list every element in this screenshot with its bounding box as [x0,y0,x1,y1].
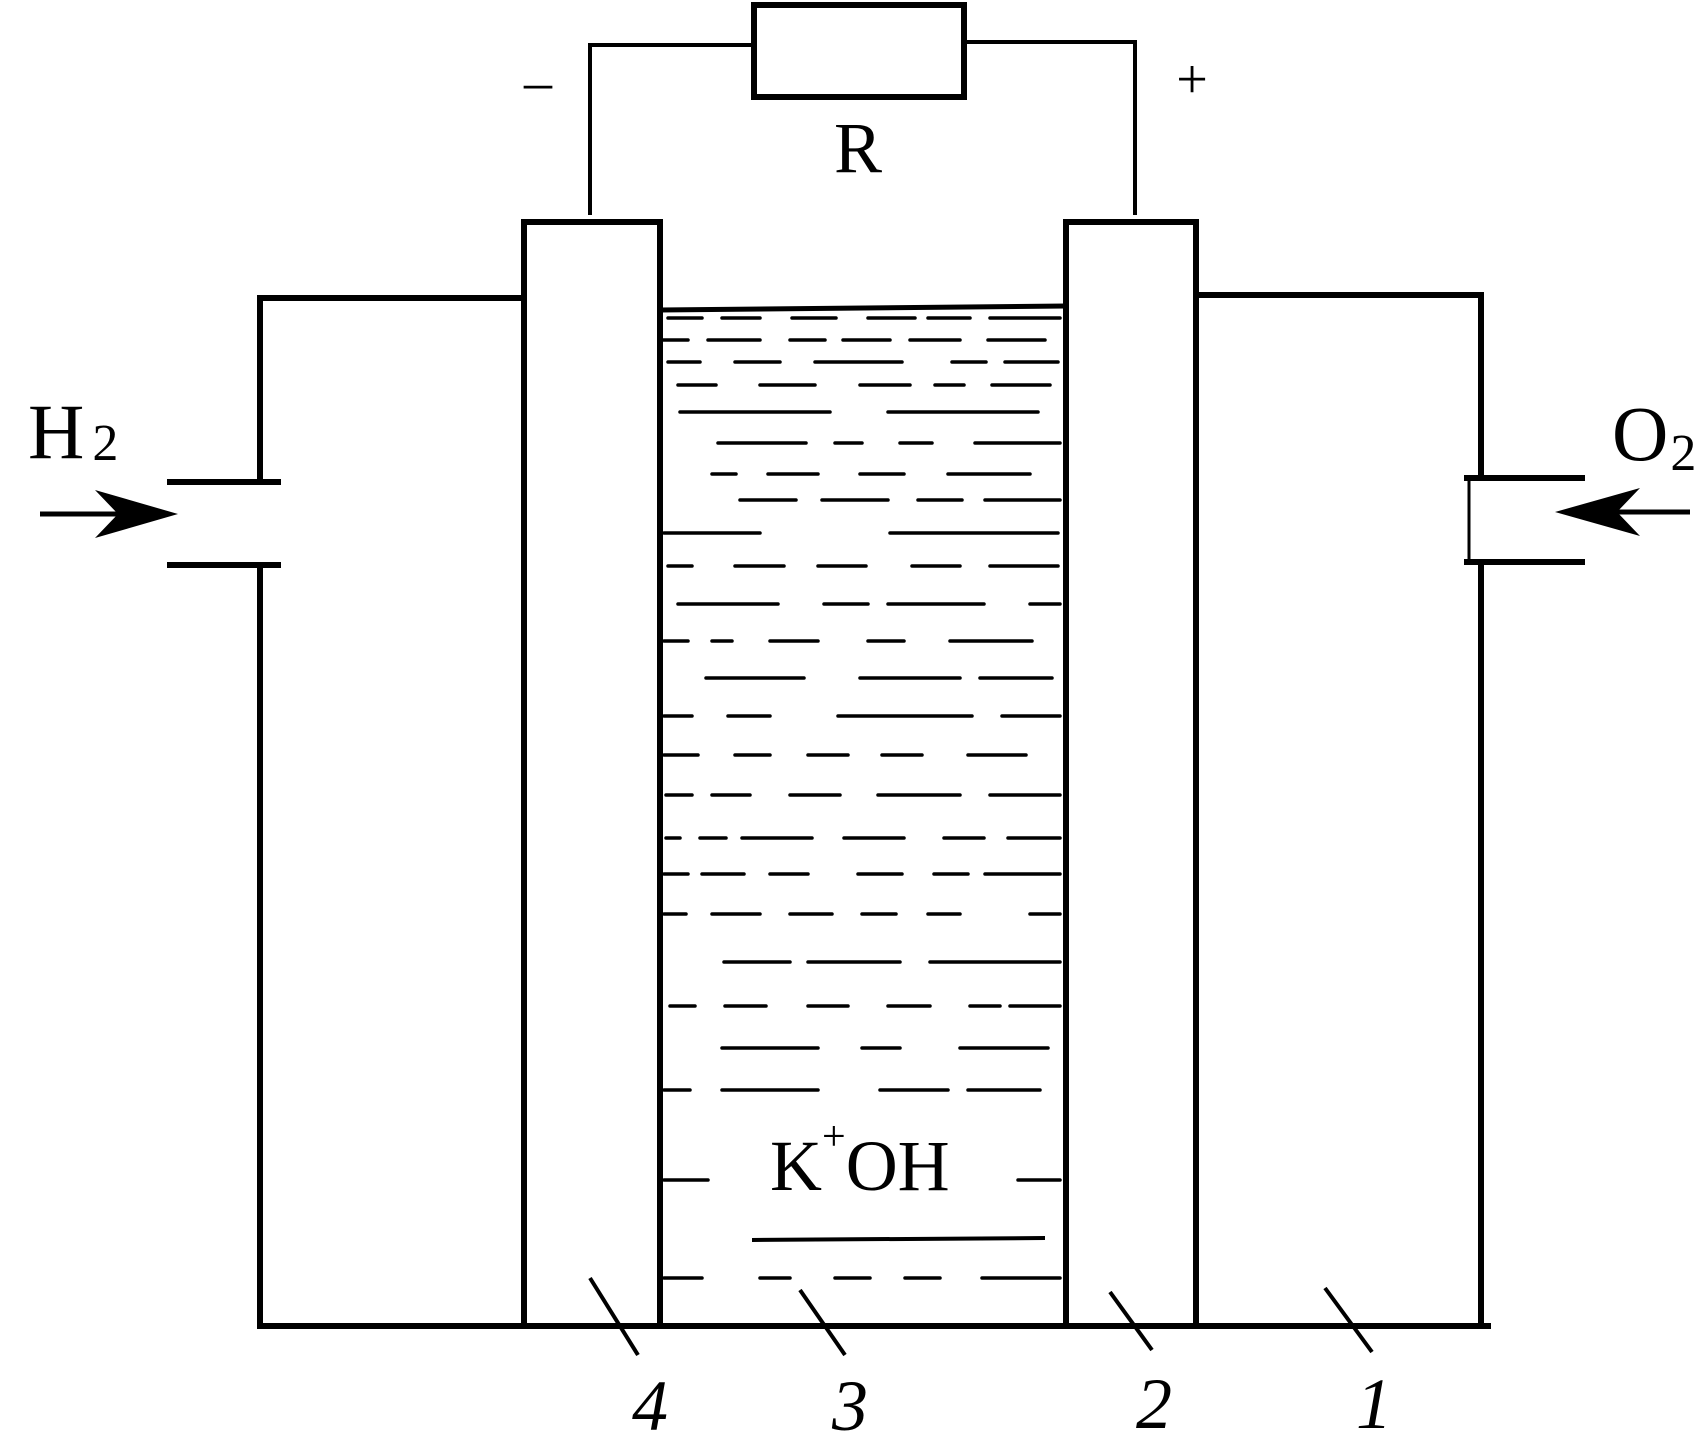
resistor [751,2,967,100]
oxygen-chamber-wall-top [1197,292,1484,481]
oxygen-label: O2 [1612,390,1696,482]
electrolyte-hatching [660,316,1062,1280]
resistor-label: R [834,108,882,188]
leader-line-2 [1108,1290,1154,1352]
minus-terminal-label: – [523,51,553,113]
cathode-electrode [1063,219,1199,1329]
leader-line-4 [588,1276,640,1357]
leader-line-1 [1323,1286,1374,1354]
electrolyte-label: K+OH [770,1114,950,1206]
hydrogen-chamber-wall-top [257,295,523,485]
part-number-3: 3 [831,1366,868,1446]
wire-left [588,43,752,215]
leader-lines [588,1276,1374,1357]
hydrogen-chamber [167,295,523,1328]
electrolyte [659,303,1067,1280]
hydrogen-arrow-icon [40,490,178,538]
plus-terminal-label: + [1176,49,1208,111]
wire-right [966,40,1137,215]
part-number-1: 1 [1356,1364,1392,1444]
oxygen-arrow-icon [1555,488,1690,536]
anode-electrode [521,219,663,1329]
leader-line-3 [798,1288,847,1357]
part-number-4: 4 [632,1366,668,1446]
oxygen-chamber [1197,292,1585,1328]
electrolyte-underline [751,1236,1046,1242]
part-number-2: 2 [1136,1364,1172,1444]
external-circuit [588,2,1137,215]
electrolyte-surface [659,303,1067,313]
